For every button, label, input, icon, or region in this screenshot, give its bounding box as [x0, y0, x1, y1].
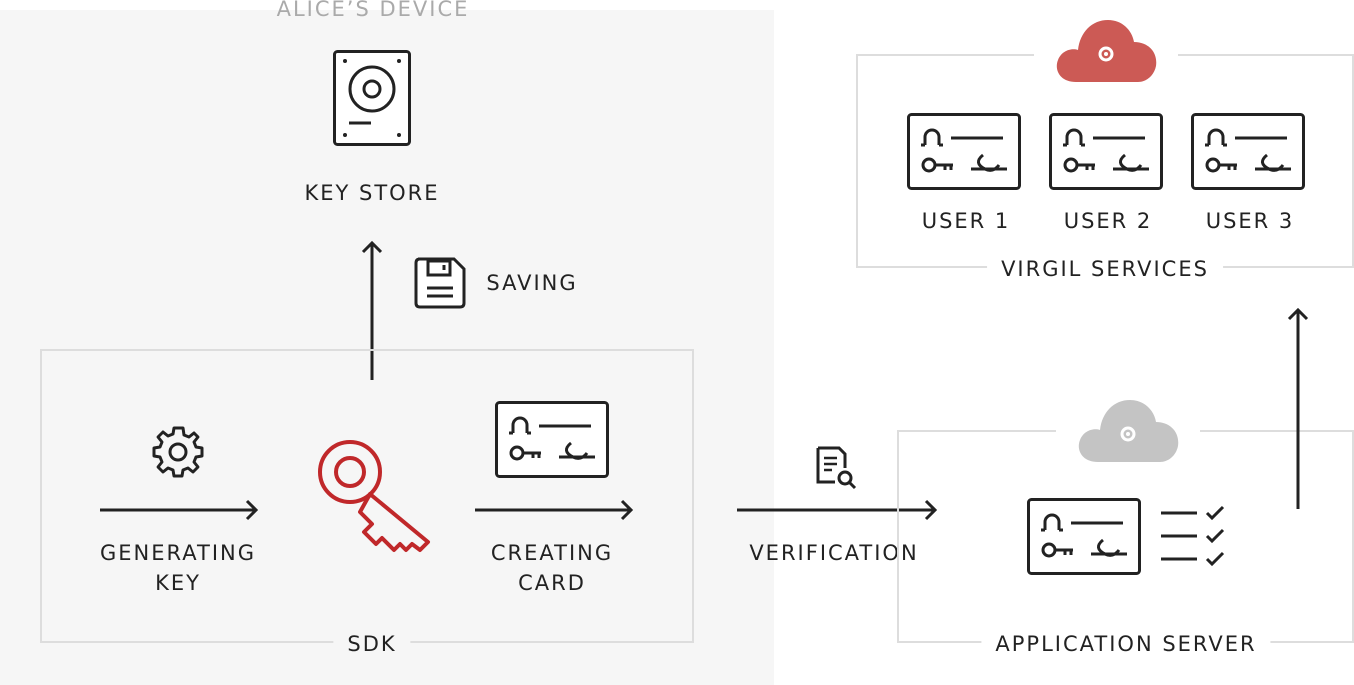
creating-label-line2: CARD [518, 571, 586, 595]
creating-label-line1: CREATING [490, 541, 614, 565]
cloud-gear-icon [1056, 394, 1200, 462]
gear-icon [151, 425, 205, 479]
user-card-icon [907, 113, 1021, 190]
user-label: USER 3 [1205, 209, 1295, 233]
hard-drive-icon [333, 50, 411, 146]
user-card-icon [1191, 113, 1305, 190]
virgil-services-label: VIRGIL SERVICES [987, 254, 1223, 284]
floppy-disk-icon [414, 257, 466, 309]
key-store-label: KEY STORE [304, 181, 440, 205]
saving-label: SAVING [486, 271, 578, 295]
user-card-icon [1049, 113, 1163, 190]
device-title: ALICE’S DEVICE [276, 0, 470, 21]
verification-arrow-icon [736, 499, 938, 521]
application-server-label: APPLICATION SERVER [981, 629, 1271, 659]
generating-label-line1: GENERATING [100, 541, 256, 565]
user-label: USER 2 [1063, 209, 1153, 233]
card-icon [1027, 498, 1141, 575]
user-label: USER 1 [921, 209, 1011, 233]
card-icon [495, 401, 609, 478]
key-icon [316, 438, 432, 556]
creating-arrow-icon [474, 499, 634, 521]
document-search-icon [815, 446, 857, 490]
upload-arrow-icon [1287, 307, 1309, 511]
verification-label: VERIFICATION [749, 541, 919, 565]
saving-arrow-icon [361, 240, 383, 382]
checklist-icon [1159, 503, 1229, 569]
sdk-label: SDK [333, 629, 411, 659]
cloud-gear-icon [1034, 14, 1178, 82]
generating-arrow-icon [99, 499, 259, 521]
generating-label-line2: KEY [155, 571, 201, 595]
